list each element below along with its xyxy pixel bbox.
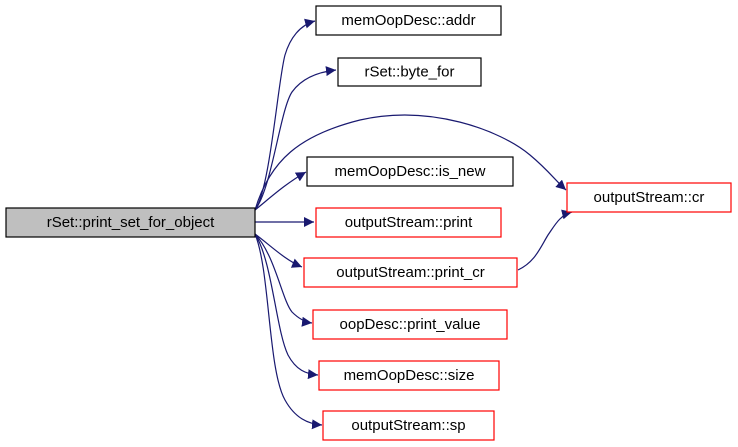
edge-root-to-print-cr: [254, 233, 303, 268]
node-print-cr-label: outputStream::print_cr: [336, 264, 484, 281]
node-addr[interactable]: memOopDesc::addr: [315, 5, 502, 36]
edge-print-cr-to-cr: [517, 209, 573, 271]
node-print[interactable]: outputStream::print: [315, 207, 502, 238]
node-sp[interactable]: outputStream::sp: [322, 410, 495, 441]
edge-root-to-is-new: [254, 171, 307, 211]
node-print-value-box: [312, 309, 508, 340]
edges: [254, 18, 573, 430]
edge-root-to-cr: [254, 114, 567, 211]
node-cr-label: outputStream::cr: [594, 189, 705, 206]
node-byte-for-box: [337, 57, 482, 87]
node-is-new[interactable]: memOopDesc::is_new: [306, 156, 514, 187]
edge-root-to-byte-for: [254, 66, 337, 211]
node-print-box: [315, 207, 502, 238]
node-is-new-label: memOopDesc::is_new: [335, 163, 486, 180]
edge-root-to-size: [254, 233, 319, 380]
node-cr-box: [566, 182, 732, 213]
node-print-value-label: oopDesc::print_value: [340, 316, 481, 333]
node-print-cr-box: [303, 257, 518, 288]
edge-root-to-addr: [254, 18, 316, 211]
node-is-new-box: [306, 156, 514, 187]
node-print-value[interactable]: oopDesc::print_value: [312, 309, 508, 340]
node-addr-label: memOopDesc::addr: [341, 12, 475, 29]
root-node-box: [5, 207, 256, 238]
node-size-label: memOopDesc::size: [344, 367, 475, 384]
root-node-label: rSet::print_set_for_object: [47, 214, 215, 231]
edge-root-to-print-value: [254, 233, 313, 327]
node-cr[interactable]: outputStream::cr: [566, 182, 732, 213]
node-sp-label: outputStream::sp: [351, 417, 465, 434]
node-sp-box: [322, 410, 495, 441]
node-byte-for-label: rSet::byte_for: [364, 64, 454, 81]
node-byte-for[interactable]: rSet::byte_for: [337, 57, 482, 87]
node-print-cr[interactable]: outputStream::print_cr: [303, 257, 518, 288]
node-addr-box: [315, 5, 502, 36]
root-node[interactable]: rSet::print_set_for_object: [5, 207, 256, 238]
node-size[interactable]: memOopDesc::size: [318, 360, 500, 391]
node-size-box: [318, 360, 500, 391]
edge-root-to-sp: [254, 233, 323, 430]
node-print-label: outputStream::print: [345, 214, 473, 231]
